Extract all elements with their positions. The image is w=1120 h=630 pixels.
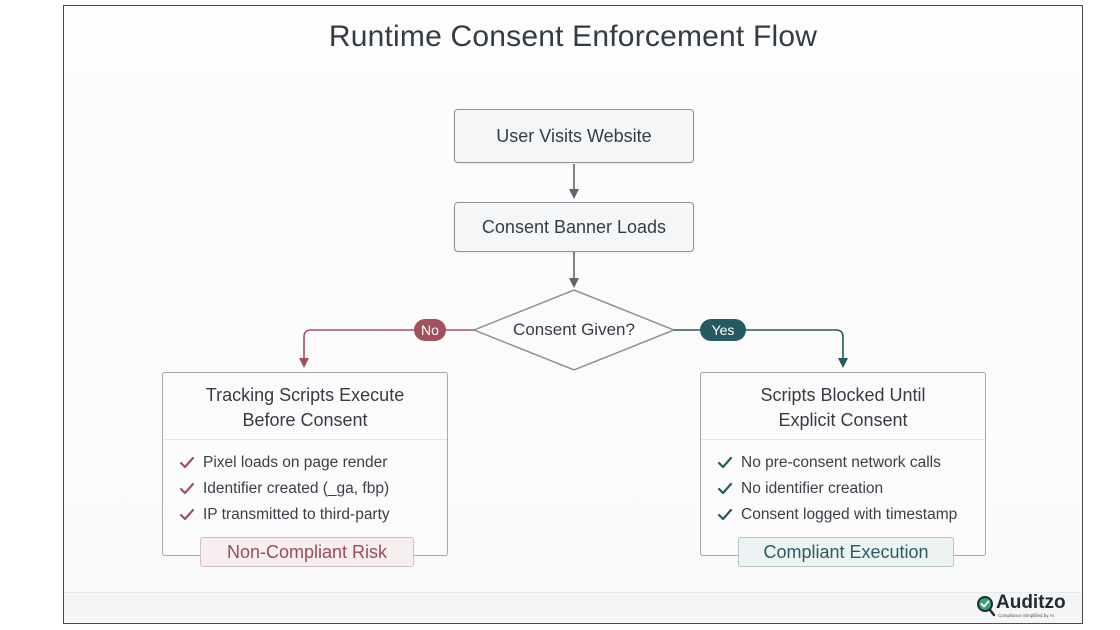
panel-title-line: Scripts Blocked Until [760,385,926,405]
shield-check-icon [977,596,996,617]
check-icon [717,456,733,469]
panel-non-compliant: Tracking Scripts Execute Before Consent … [162,372,448,556]
list-item: Consent logged with timestamp [717,502,957,528]
footer-band [64,592,1082,623]
branch-no-badge: No [414,319,446,341]
decision-diamond [471,289,677,371]
panel-title-line: Tracking Scripts Execute [205,385,405,405]
connector-layer [299,164,848,371]
panel-divider [163,439,447,440]
node-user-visits: User Visits Website [454,109,694,163]
list-item-text: Consent logged with timestamp [741,506,958,523]
check-icon [717,508,733,521]
check-icon [179,508,195,521]
node-consent-given: Consent Given? [513,320,635,339]
node-consent-banner: Consent Banner Loads [454,202,694,252]
non-compliant-list: Pixel loads on page render Identifier cr… [179,450,390,528]
diagram-title: Runtime Consent Enforcement Flow [328,20,818,53]
list-item-text: Pixel loads on page render [203,454,388,471]
branch-yes-badge: Yes [700,319,746,341]
list-item-text: No pre-consent network calls [741,454,941,471]
list-item-text: Identifier created (_ga, fbp) [203,480,390,497]
panel-compliant-title: Scripts Blocked Until Explicit Consent [701,383,985,433]
auditzo-logo: Auditzo Compliance Simplified by AI [976,592,1076,620]
connector-no-branch [299,329,474,368]
list-item-text: IP transmitted to third-party [203,506,390,523]
check-icon [717,482,733,495]
list-item: No identifier creation [717,476,957,502]
list-item: Pixel loads on page render [179,450,390,476]
logo-tagline: Compliance Simplified by AI [998,613,1054,618]
check-icon [179,456,195,469]
list-item: No pre-consent network calls [717,450,957,476]
panel-compliant: Scripts Blocked Until Explicit Consent N… [700,372,986,556]
status-non-compliant: Non-Compliant Risk [200,537,414,567]
list-item: IP transmitted to third-party [179,502,390,528]
panel-non-compliant-title: Tracking Scripts Execute Before Consent [163,383,447,433]
list-item-text: No identifier creation [741,480,884,497]
panel-title-line: Explicit Consent [778,410,908,430]
logo-wordmark: Auditzo [996,592,1066,613]
panel-title-line: Before Consent [242,410,368,430]
panel-divider [701,439,985,440]
check-icon [179,482,195,495]
compliant-list: No pre-consent network calls No identifi… [717,450,957,528]
diagram-frame: Runtime Consent Enforcement Flow User Vi… [63,5,1083,624]
connector-yes-branch [674,329,848,368]
list-item: Identifier created (_ga, fbp) [179,476,390,502]
status-compliant: Compliant Execution [738,537,954,567]
